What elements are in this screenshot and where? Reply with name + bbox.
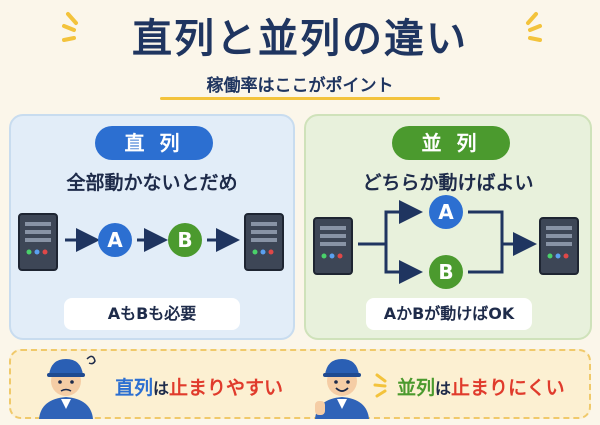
- page-subtitle: 稼働率はここがポイント: [206, 76, 394, 96]
- serial-summary-result: 止まりやすい: [169, 377, 284, 399]
- serial-footnote: AもBも必要: [64, 298, 240, 330]
- serial-node-b: [168, 223, 202, 257]
- summary-banner: 直列は止まりやすい 並列は止まりにくい: [9, 349, 591, 419]
- serial-badge: 直 列: [95, 126, 213, 160]
- parallel-node-a-label: A: [438, 200, 454, 224]
- server-icon: [313, 217, 353, 275]
- serial-summary: 直列は止まりやすい: [115, 373, 283, 400]
- parallel-node-b-label: B: [438, 260, 453, 284]
- server-icon: [18, 213, 58, 271]
- serial-node-a: [98, 223, 132, 257]
- parallel-summary: 並列は止まりにくい: [397, 373, 565, 400]
- parallel-badge: 並 列: [392, 126, 510, 160]
- subtitle-underline: [160, 97, 440, 100]
- parallel-diagram: A B: [313, 195, 579, 289]
- serial-rule: 全部動かないとだめ: [66, 172, 238, 194]
- parallel-rule: どちらか動けばよい: [362, 172, 534, 194]
- serial-summary-term: 直列: [115, 377, 154, 399]
- worried-worker-icon: [39, 355, 96, 419]
- sparkle-icon: [373, 373, 387, 398]
- parallel-summary-result: 止まりにくい: [451, 377, 565, 399]
- serial-node-a-label: A: [107, 228, 123, 252]
- serial-panel: 直 列 全部動かないとだめ A B: [9, 114, 295, 340]
- parallel-node-a: [429, 195, 463, 229]
- server-icon: [244, 213, 284, 271]
- parallel-summary-particle: は: [435, 379, 452, 398]
- parallel-panel: 並 列 どちらか動けばよい A B: [304, 114, 592, 340]
- serial-node-b-label: B: [177, 228, 192, 252]
- page-title: 直列と並列の違い: [132, 16, 468, 62]
- serial-diagram: A B: [18, 213, 284, 271]
- sparkle-icon-right: [526, 12, 542, 42]
- parallel-summary-term: 並列: [397, 377, 436, 399]
- server-icon: [539, 217, 579, 275]
- serial-summary-particle: は: [153, 379, 170, 398]
- parallel-node-b: [429, 255, 463, 289]
- parallel-footnote: AかBが動けばOK: [366, 298, 532, 330]
- happy-worker-icon: [315, 359, 369, 419]
- sparkle-icon-left: [62, 12, 78, 42]
